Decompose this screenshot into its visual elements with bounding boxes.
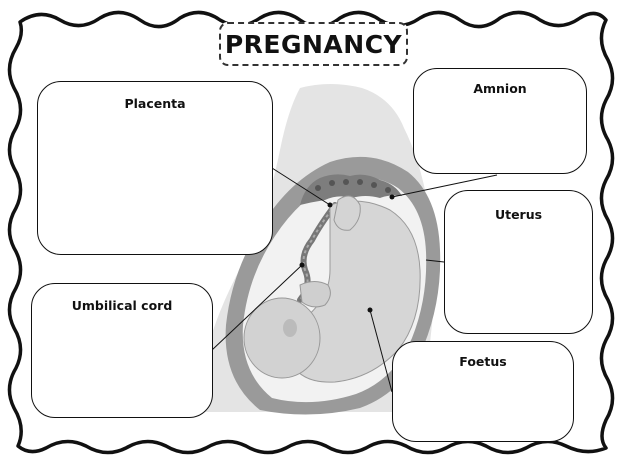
wavy-border (7, 10, 615, 455)
label-box-amnion[interactable]: Amnion (413, 68, 587, 174)
label-uterus: Uterus (494, 207, 543, 222)
placenta (300, 174, 402, 205)
leader-line-umbilical (211, 264, 303, 351)
label-amnion: Amnion (473, 81, 527, 96)
leader-line-amnion (391, 174, 498, 198)
foetus-head (243, 297, 321, 379)
label-box-uterus[interactable]: Uterus (444, 190, 593, 334)
label-box-foetus[interactable]: Foetus (392, 341, 574, 442)
label-box-placenta[interactable]: Placenta (37, 81, 273, 255)
leader-line-foetus (369, 309, 393, 393)
label-box-umbilical-cord[interactable]: Umbilical cord (31, 283, 213, 418)
leader-line-placenta (271, 167, 331, 206)
label-placenta: Placenta (124, 96, 186, 111)
leader-line-uterus (425, 259, 445, 263)
page-title: PREGNANCY (219, 22, 408, 66)
label-foetus: Foetus (459, 354, 507, 369)
label-umbilical-cord: Umbilical cord (71, 298, 173, 313)
